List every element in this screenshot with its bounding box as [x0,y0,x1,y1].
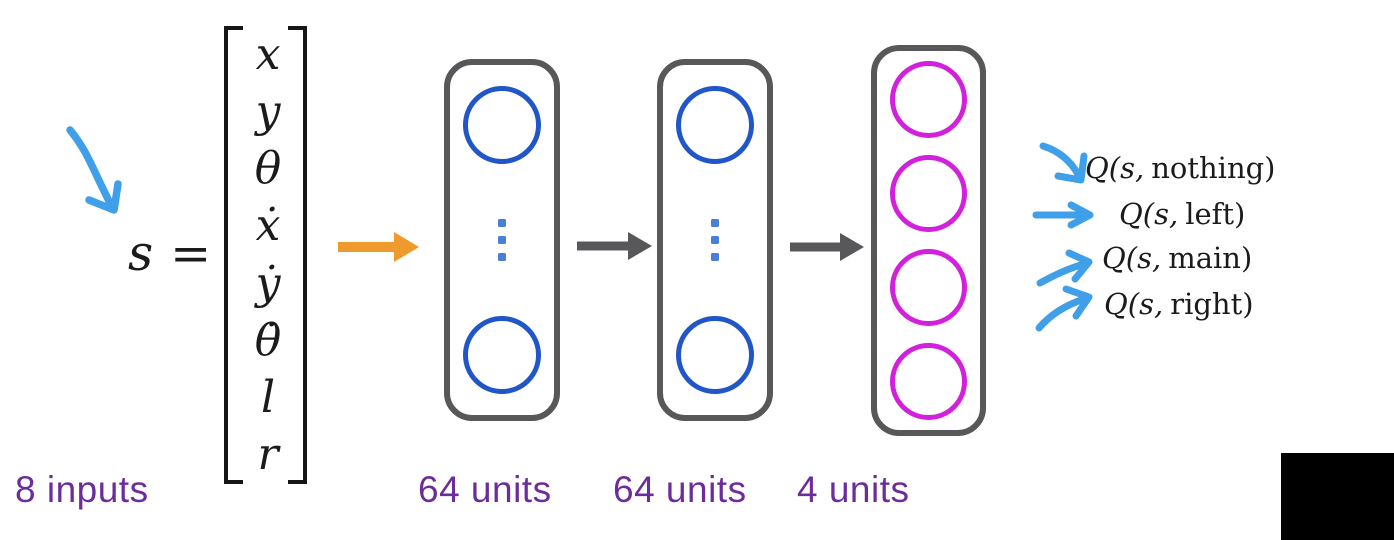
q-nothing-arrow-icon [1039,142,1088,184]
q-label-action: left) [1185,197,1246,231]
ellipsis-dots-icon [498,219,506,261]
vector-entry: r [257,429,279,481]
q-main-arrow-icon [1036,249,1093,287]
q-label-prefix: Q(s, [1085,151,1145,185]
equals-sign: = [170,225,212,282]
dot [498,236,506,244]
dot [498,253,506,261]
inputs-caption: 8 inputs [15,469,149,510]
output-neuron-node [890,155,967,232]
vector-entry: x [255,28,281,80]
dot [711,236,719,244]
pointer-arrow-icon [66,126,122,214]
hidden-layer-2 [657,59,773,421]
q-left-arrow-icon [1032,201,1094,229]
q-label-left: Q(s,left) [1119,197,1246,231]
output-neuron-node [890,61,967,138]
state-symbol: s = [128,229,211,278]
neuron-node [463,316,541,394]
vector-entry: θ̇ [254,314,282,366]
vector-bracket-left [224,26,243,484]
dot [711,219,719,227]
output-neuron-node [890,249,967,326]
q-label-action: nothing) [1151,151,1276,185]
q-label-prefix: Q(s, [1119,197,1179,231]
vector-bracket-right [288,26,307,484]
state-vector: x y θ ẋ ẏ θ̇ l r [238,26,298,484]
dot [498,219,506,227]
output-layer [871,45,986,436]
q-label-prefix: Q(s, [1104,287,1164,321]
vector-entry: ẋ [255,200,281,252]
hidden-layer-1 [444,59,560,421]
q-right-arrow-icon [1035,285,1093,332]
layer1-to-layer2-arrow-icon [577,232,652,260]
neuron-node [463,86,541,164]
neuron-node [676,86,754,164]
layer2-to-output-arrow-icon [790,233,864,261]
q-label-right: Q(s,right) [1104,287,1254,321]
vector-entry: ẏ [255,257,281,309]
q-label-action: right) [1170,287,1254,321]
q-label-nothing: Q(s,nothing) [1085,151,1276,185]
q-label-action: main) [1168,241,1253,275]
neuron-node [676,316,754,394]
black-overlay-box [1281,453,1394,540]
state-symbol-s: s [128,225,154,282]
dot [711,253,719,261]
q-label-prefix: Q(s, [1102,241,1162,275]
layer1-caption: 64 units [418,469,552,510]
output-neuron-node [890,343,967,420]
layer2-caption: 64 units [613,469,747,510]
q-label-main: Q(s,main) [1102,241,1253,275]
layer3-caption: 4 units [797,469,910,510]
input-arrow-icon [338,232,419,262]
ellipsis-dots-icon [711,219,719,261]
vector-entry: l [260,372,276,424]
vector-entry: y [255,85,281,137]
vector-entry: θ [254,143,282,195]
